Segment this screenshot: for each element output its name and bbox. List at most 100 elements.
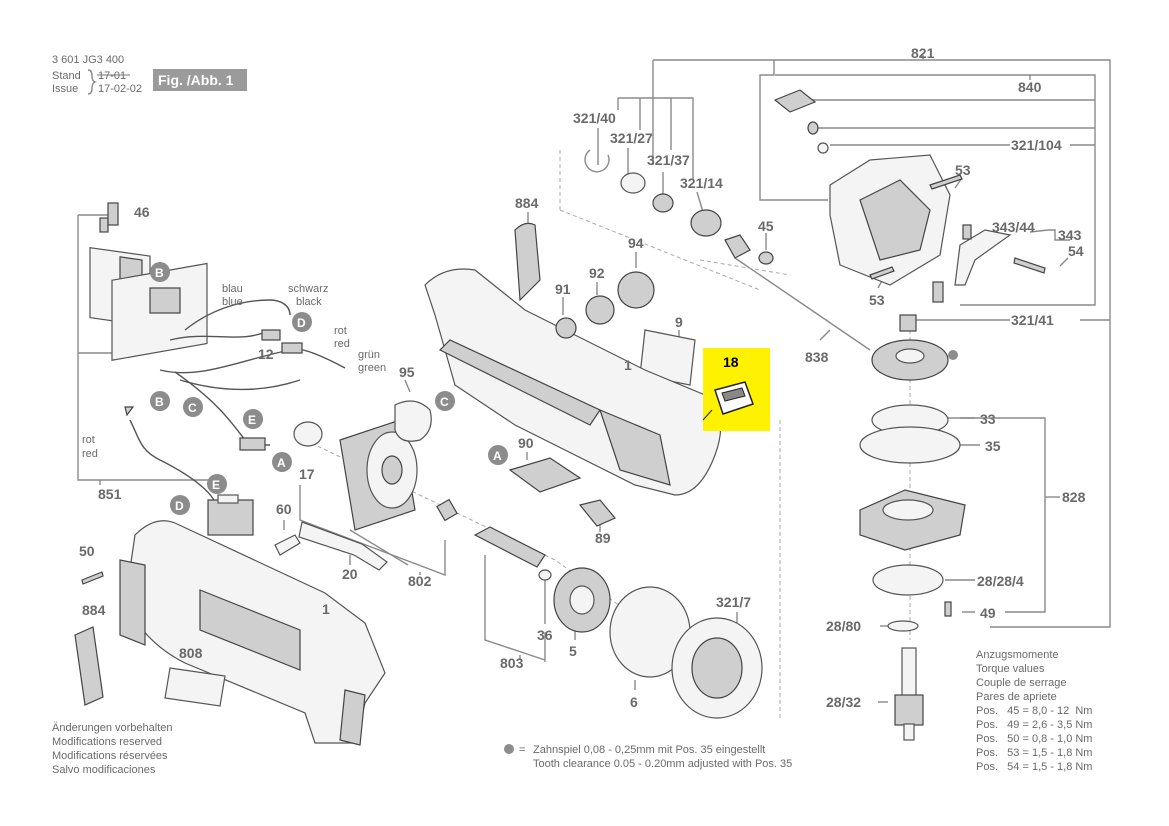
footnote: = Zahnspiel 0,08 - 0,25mm mit Pos. 35 ei… xyxy=(504,744,792,770)
figure-tag: Fig. /Abb. 1 xyxy=(158,72,234,88)
torque-row-53: Pos. 53 = 1,5 - 1,8 Nm xyxy=(976,747,1092,759)
part-label-6: 6 xyxy=(630,694,638,710)
washer-36-part xyxy=(538,569,552,581)
housing-left-part xyxy=(119,520,386,746)
gear-head-part xyxy=(773,89,1046,332)
svg-text:B: B xyxy=(155,395,164,409)
clearance-dot-icon xyxy=(948,350,958,360)
torque-table: Anzugsmomente Torque values Couple de se… xyxy=(976,649,1092,773)
figure-tag-bg xyxy=(153,69,247,91)
part-label-321-37: 321/37 xyxy=(647,152,690,168)
part-label-321-14: 321/14 xyxy=(680,175,723,191)
wire-label-schwarz: schwarz xyxy=(288,283,328,295)
wire-label-rot-2: rot xyxy=(82,434,95,446)
header-block: 3 601 JG3 400 Stand Issue 17-01 17-02-02… xyxy=(52,54,247,95)
screw-50-part xyxy=(81,571,104,585)
footer-line-es: Salvo modificaciones xyxy=(52,764,156,776)
battery-part-90 xyxy=(508,457,582,493)
footnote-line-1: Zahnspiel 0,08 - 0,25mm mit Pos. 35 eing… xyxy=(533,744,765,756)
part-label-35: 35 xyxy=(985,438,1001,454)
housing-center-part xyxy=(424,268,722,496)
callout-c-icon: C xyxy=(435,391,455,411)
part-label-884-top: 884 xyxy=(515,195,539,211)
svg-text:A: A xyxy=(277,456,286,470)
shaft-803-part xyxy=(473,526,546,568)
part-label-321-7: 321/7 xyxy=(716,594,751,610)
part-label-9: 9 xyxy=(675,314,683,330)
part-label-45: 45 xyxy=(758,218,774,234)
old-date: 17-01 xyxy=(98,70,126,82)
wire-label-red-2: red xyxy=(82,448,98,460)
highlight-part-18[interactable]: 18 xyxy=(702,348,770,431)
circlip-part xyxy=(584,149,610,173)
bearing-321-14-part xyxy=(690,209,722,237)
part-label-28-28-4: 28/28/4 xyxy=(977,573,1024,589)
part-label-321-40: 321/40 xyxy=(573,110,616,126)
part-label-90: 90 xyxy=(518,435,534,451)
footnote-line-2: Tooth clearance 0.05 - 0.20mm adjusted w… xyxy=(533,758,792,770)
wire-label-green: green xyxy=(358,362,386,374)
part-label-28-80: 28/80 xyxy=(826,618,861,634)
wire-label-blue: blue xyxy=(222,296,243,308)
part-label-28-32: 28/32 xyxy=(826,694,861,710)
wire-label-gruen: grün xyxy=(358,349,380,361)
torque-row-49: Pos. 49 = 2,6 - 3,5 Nm xyxy=(976,719,1092,731)
leader-lines xyxy=(77,55,1111,720)
torque-title-en: Torque values xyxy=(976,663,1045,675)
nut-45-part xyxy=(758,251,774,265)
part-label-91: 91 xyxy=(555,281,571,297)
wire-label-black: black xyxy=(296,296,322,308)
callout-a-icon: A xyxy=(488,445,508,465)
pinion-part xyxy=(724,234,751,259)
spindle-part xyxy=(894,647,924,741)
part-label-840: 840 xyxy=(1018,79,1042,95)
torque-row-45: Pos. 45 = 8,0 - 12 Nm xyxy=(976,705,1092,717)
torque-title-de: Anzugsmomente xyxy=(976,649,1059,661)
svg-text:E: E xyxy=(248,413,256,427)
callout-e-icon: E xyxy=(207,474,227,494)
footer-line-de: Änderungen vorbehalten xyxy=(52,722,172,734)
torque-row-54: Pos. 54 = 1,5 - 1,8 Nm xyxy=(976,761,1092,773)
ring-321-37-part xyxy=(652,193,674,213)
part-label-92: 92 xyxy=(589,265,605,281)
part-89 xyxy=(578,499,616,527)
callout-d-icon: D xyxy=(292,312,312,332)
part-label-851: 851 xyxy=(98,486,122,502)
svg-text:D: D xyxy=(297,316,306,330)
footnote-eq: = xyxy=(519,744,525,756)
part-label-89: 89 xyxy=(595,530,611,546)
part-label-884-left: 884 xyxy=(82,602,106,618)
torque-row-50: Pos. 50 = 0,8 - 1,0 Nm xyxy=(976,733,1092,745)
part-label-5: 5 xyxy=(569,643,577,659)
ring-321-27-part xyxy=(620,172,646,194)
part-label-838: 838 xyxy=(805,349,829,365)
callout-b-icon: B xyxy=(150,262,170,282)
battery-terminal-part xyxy=(89,217,208,361)
part-label-802: 802 xyxy=(408,573,432,589)
ring-35-part xyxy=(859,426,961,464)
part-label-808: 808 xyxy=(179,645,203,661)
screw-49-part xyxy=(944,601,952,617)
part-label-343-44: 343/44 xyxy=(992,219,1035,235)
washer-28-80-part xyxy=(887,620,919,632)
parts-drawings xyxy=(74,89,1046,746)
torque-title-fr: Couple de serrage xyxy=(976,677,1067,689)
part-label-49: 49 xyxy=(980,605,996,621)
part-91 xyxy=(555,317,577,339)
part-label-94: 94 xyxy=(628,235,644,251)
footer-line-fr: Modifications réservées xyxy=(52,750,168,762)
footer-left: Änderungen vorbehalten Modifications res… xyxy=(52,722,172,776)
svg-text:D: D xyxy=(175,499,184,513)
part-label-50: 50 xyxy=(79,543,95,559)
wire-label-blau: blau xyxy=(222,283,243,295)
issue-label: Issue xyxy=(52,83,78,95)
callout-a-icon: A xyxy=(272,452,292,472)
callout-d-icon: D xyxy=(170,495,190,515)
plate-808-part xyxy=(164,667,226,707)
grille-left-part xyxy=(74,626,104,706)
footnote-dot-icon xyxy=(504,744,514,754)
wire-labels: blau blue schwarz black rot red grün gre… xyxy=(82,283,386,460)
callout-e-icon: E xyxy=(243,409,263,429)
grille-top-part xyxy=(514,222,541,302)
